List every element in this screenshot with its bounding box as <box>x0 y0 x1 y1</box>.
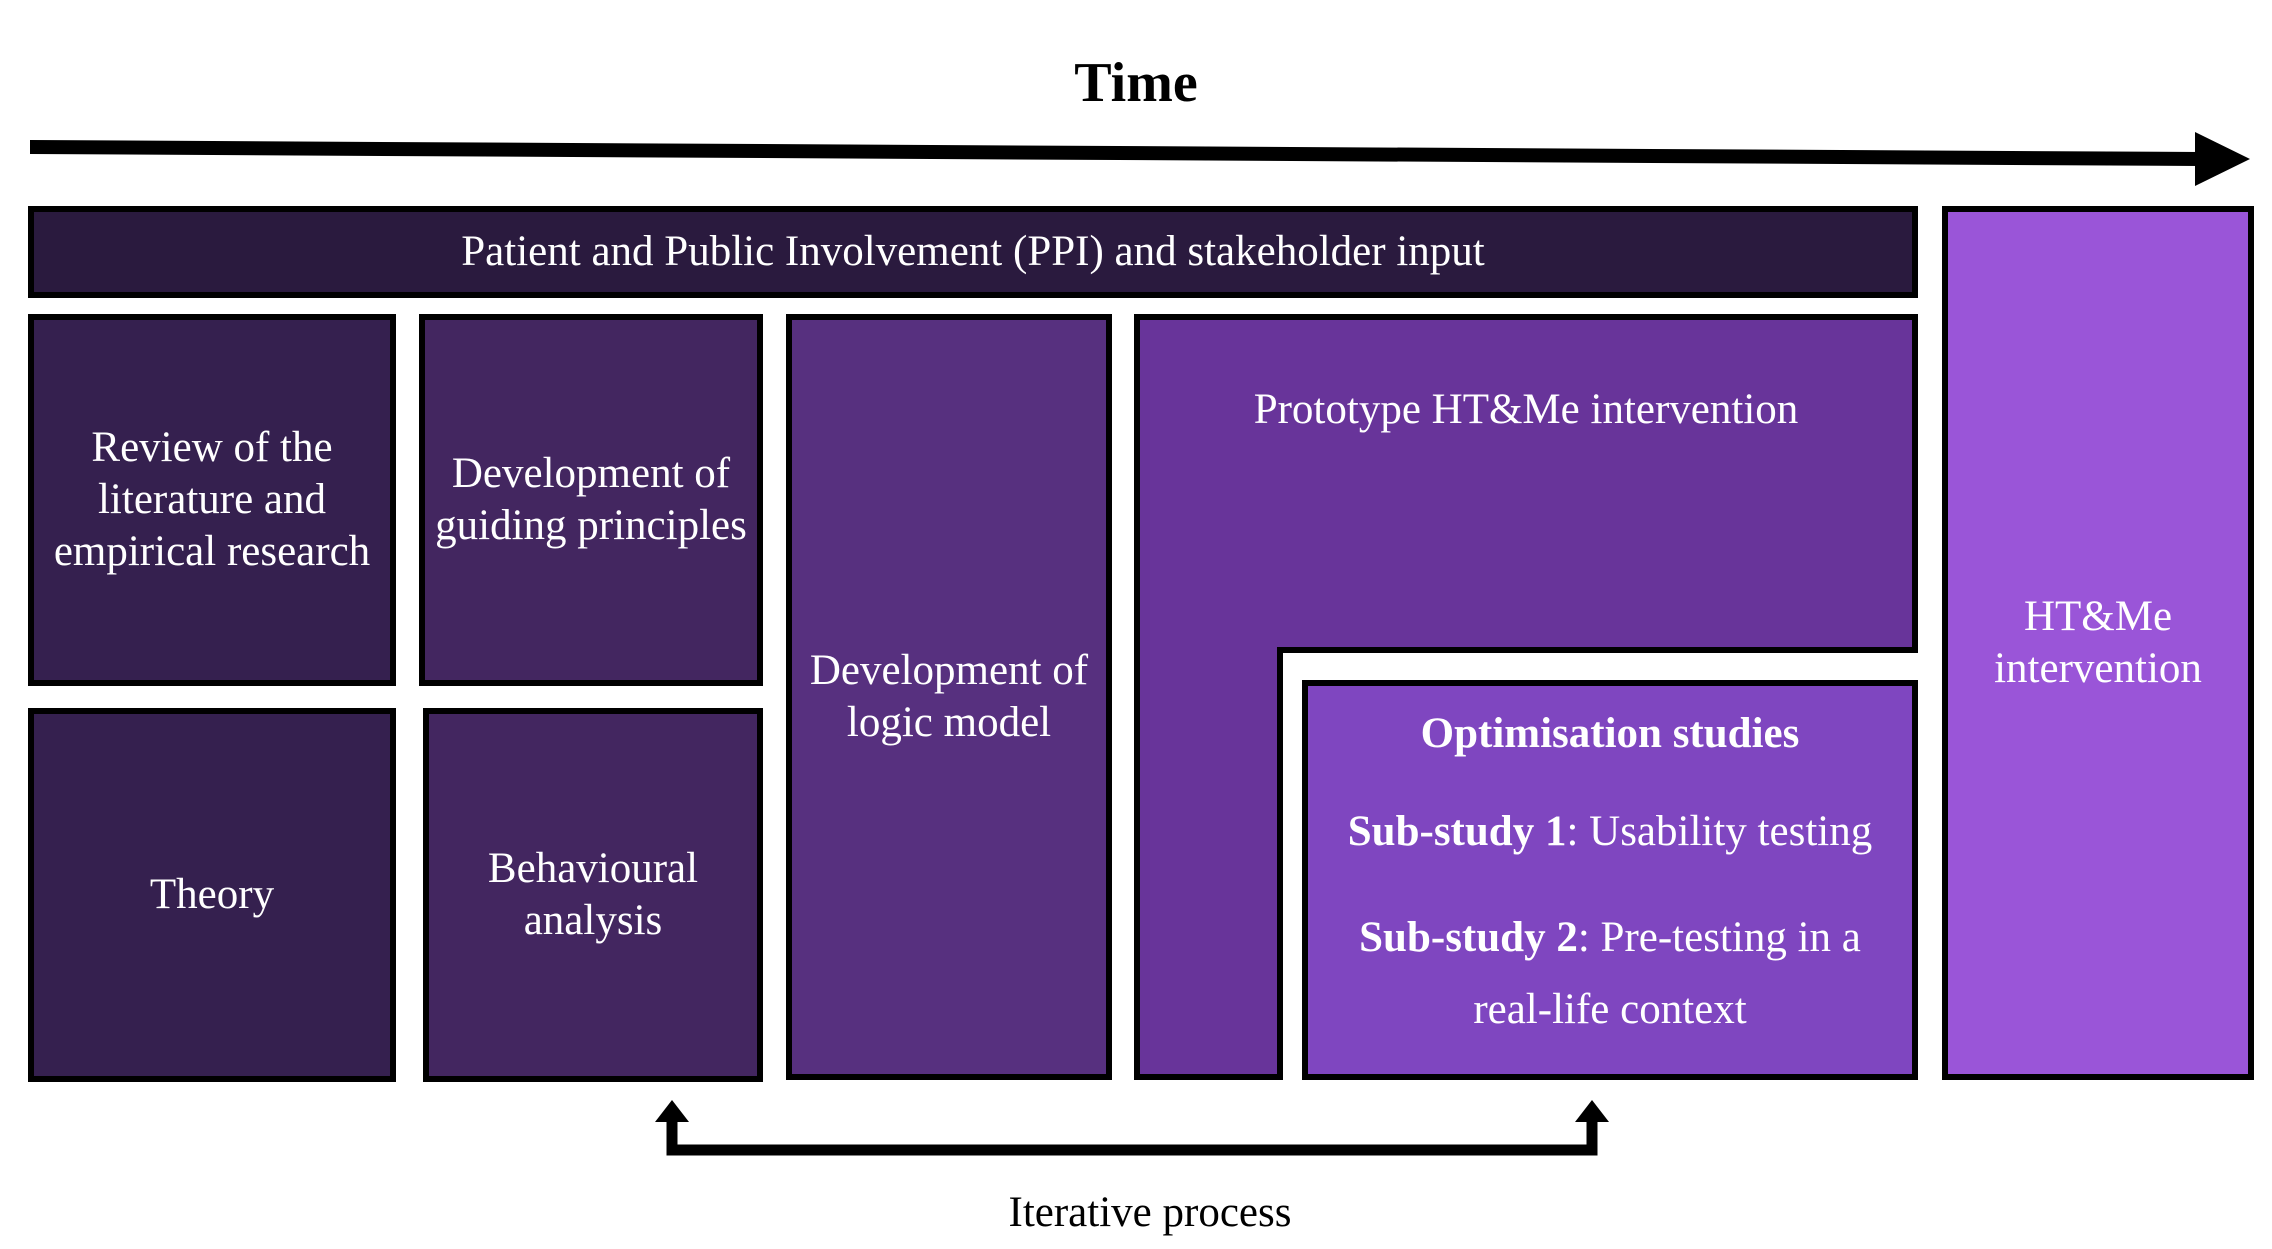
sub-study-2-description: : Pre-testing in a real-life context <box>1473 914 1861 1033</box>
time-arrow <box>30 132 2250 186</box>
logic-model-box: Development of logic model <box>786 314 1112 1080</box>
ppi-stakeholder-bar: Patient and Public Involvement (PPI) and… <box>28 206 1918 298</box>
sub-study-1-description: : Usability testing <box>1566 808 1873 855</box>
optimisation-studies-box: Optimisation studies Sub-study 1: Usabil… <box>1302 680 1918 1080</box>
iterative-process-label: Iterative process <box>1008 1189 1292 1236</box>
iterative-process-bracket <box>655 1100 1609 1156</box>
ppi-stakeholder-label: Patient and Public Involvement (PPI) and… <box>461 228 1485 275</box>
prototype-intervention-box: Prototype HT&Me intervention <box>1134 314 1918 1080</box>
sub-study-1-line: Sub-study 1: Usability testing <box>1308 804 1912 860</box>
htme-intervention-box: HT&Me intervention <box>1942 206 2254 1080</box>
literature-review-label: Review of the literature and empirical r… <box>53 424 371 575</box>
htme-intervention-label: HT&Me intervention <box>1994 593 2202 692</box>
sub-study-2-name: Sub-study 2 <box>1359 914 1578 961</box>
literature-review-box: Review of the literature and empirical r… <box>28 314 396 686</box>
sub-study-1-name: Sub-study 1 <box>1347 808 1567 855</box>
optimisation-title: Optimisation studies <box>1420 710 1800 757</box>
sub-study-2-line: Sub-study 2: Pre-testing in a real-life … <box>1308 902 1912 1046</box>
prototype-intervention-label: Prototype HT&Me intervention <box>1253 386 1799 433</box>
time-axis-title: Time <box>1074 52 1198 114</box>
logic-model-label: Development of logic model <box>809 647 1089 746</box>
guiding-principles-box: Development of guiding principles <box>419 314 763 686</box>
theory-label: Theory <box>149 871 275 918</box>
behavioural-analysis-label: Behavioural analysis <box>487 845 699 944</box>
theory-box: Theory <box>28 708 396 1082</box>
behavioural-analysis-box: Behavioural analysis <box>423 708 763 1082</box>
guiding-principles-label: Development of guiding principles <box>435 450 747 549</box>
prototype-shape <box>1134 314 1918 1080</box>
